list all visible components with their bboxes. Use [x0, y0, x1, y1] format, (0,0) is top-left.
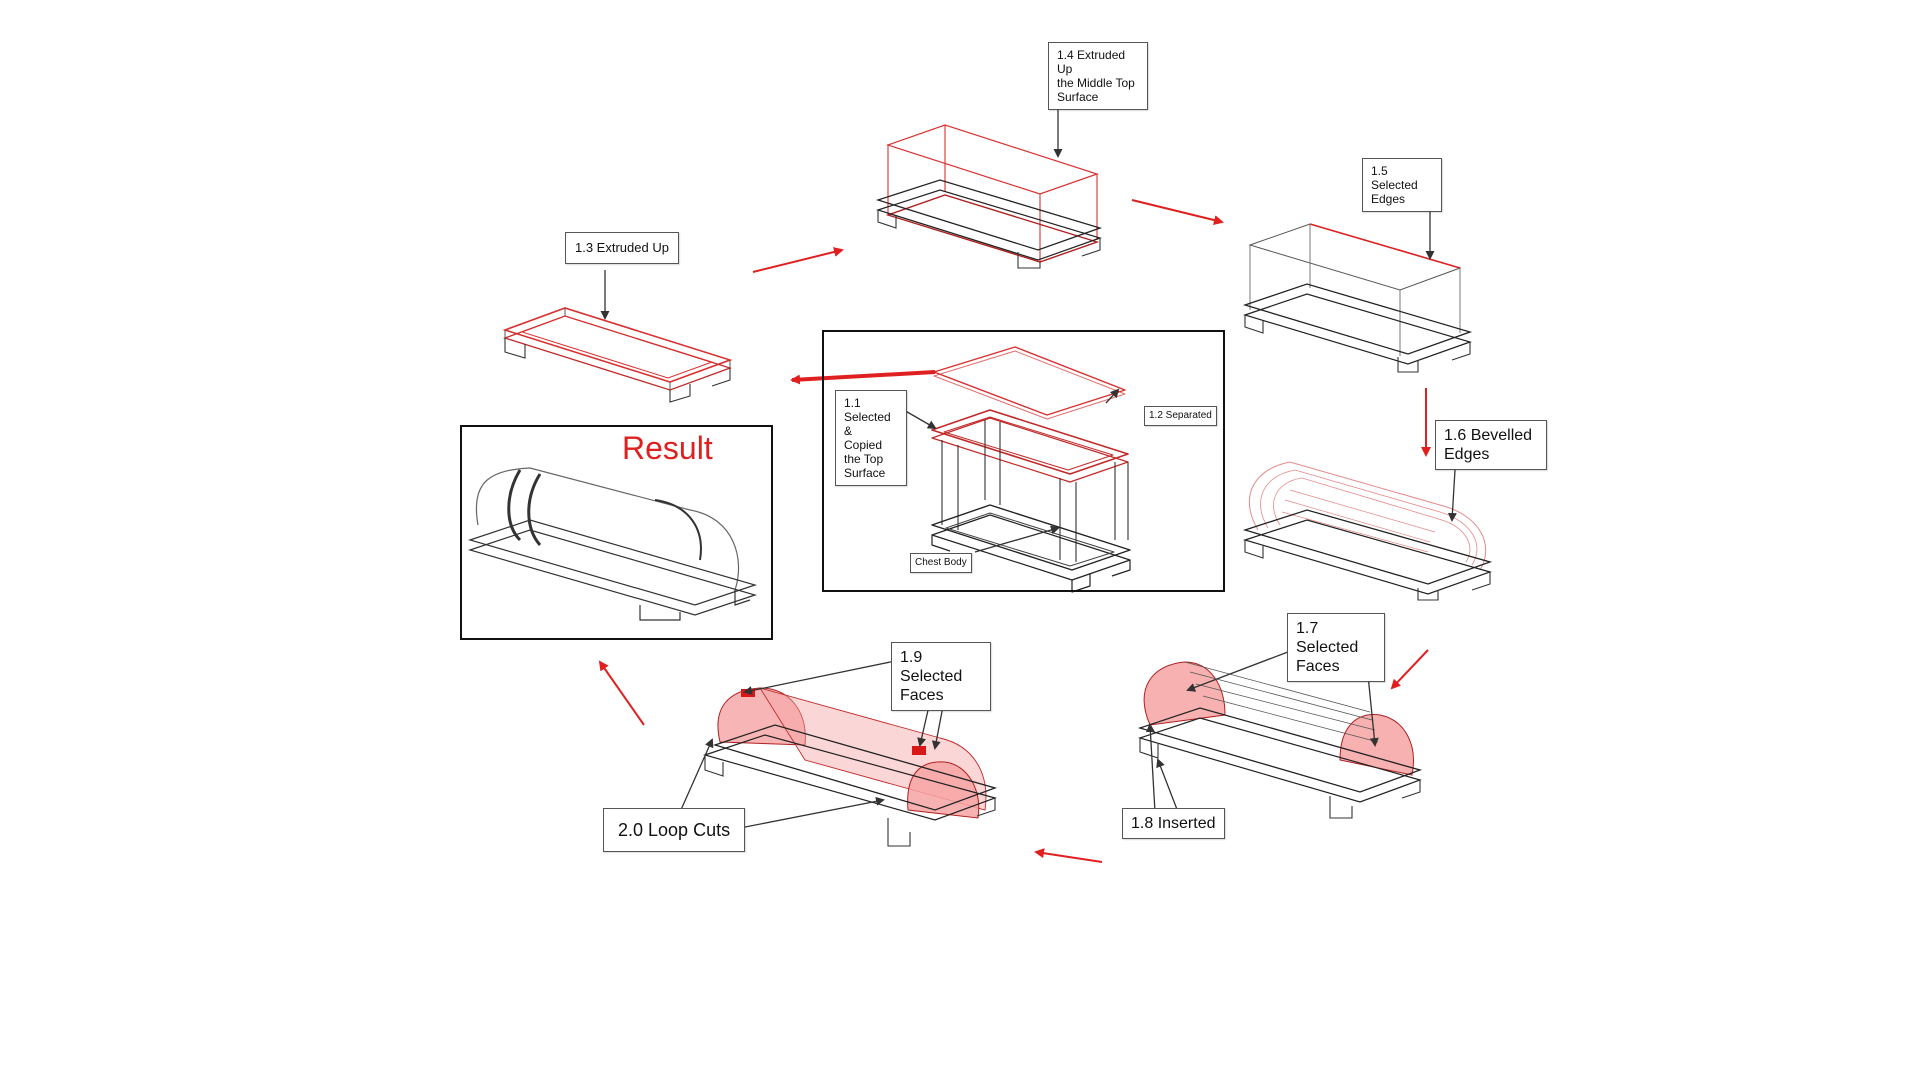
label-chest-body: Chest Body [910, 553, 972, 573]
flow-arrow-4 [1392, 650, 1428, 688]
step-1-6-illustration [1245, 462, 1490, 600]
step-1-9-illustration [705, 688, 995, 846]
label-step-1-1: 1.1 Selected &Copied the TopSurface [835, 390, 907, 486]
flow-arrow-6 [600, 662, 644, 725]
label-step-1-4: 1.4 Extruded Upthe Middle TopSurface [1048, 42, 1148, 110]
label-step-1-2: 1.2 Separated [1144, 406, 1217, 426]
result-panel-frame [460, 425, 773, 640]
result-title: Result [622, 430, 713, 467]
label-step-1-5: 1.5 SelectedEdges [1362, 158, 1442, 212]
label-step-1-7: 1.7 SelectedFaces [1287, 613, 1385, 682]
flow-arrow-1 [753, 250, 842, 272]
label-step-1-3: 1.3 Extruded Up [565, 232, 679, 264]
step-1-7-illustration [1140, 662, 1420, 818]
step-1-5-illustration [1245, 224, 1470, 372]
step-1-3-illustration [505, 308, 730, 402]
flow-arrow-2 [1132, 200, 1222, 222]
label-step-1-8: 1.8 Inserted [1122, 808, 1225, 839]
label-step-1-9: 1.9 SelectedFaces [891, 642, 991, 711]
flow-arrow-5 [1036, 852, 1102, 862]
label-step-2-0: 2.0 Loop Cuts [603, 808, 745, 852]
label-step-1-6: 1.6 BevelledEdges [1435, 420, 1547, 470]
step-1-4-illustration [878, 125, 1100, 268]
